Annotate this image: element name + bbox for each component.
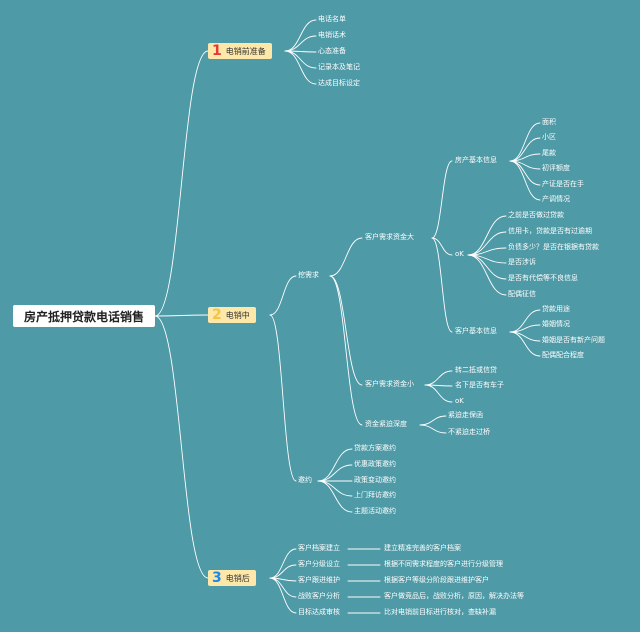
invite-connector <box>317 448 353 482</box>
invite-item: 上门拜访邀约 <box>354 491 396 499</box>
branch-3-number: 3 <box>212 570 222 586</box>
after-row-label: 目标达成审核 <box>298 608 340 616</box>
urgency-item: 不紧迫走过桥 <box>448 428 490 436</box>
customer-info-node: 客户基本信息 <box>455 327 497 335</box>
property-connector <box>509 160 541 201</box>
dig-connector <box>329 237 363 277</box>
ok-item: 之前是否做过贷款 <box>508 211 564 219</box>
big-connector <box>431 237 453 333</box>
invite-node: 邀约 <box>298 476 312 484</box>
small-item: 转二抵或信贷 <box>455 366 497 374</box>
urgency-connector <box>419 415 447 426</box>
dig-needs-node: 挖需求 <box>298 271 319 279</box>
branch1-connector <box>284 50 317 85</box>
small-connector <box>424 384 453 403</box>
ok-item: 是否涉诉 <box>508 258 536 266</box>
customer-item: 婚姻是否有新产问题 <box>542 336 605 344</box>
root-node: 房产抵押贷款电话销售 <box>13 305 155 327</box>
customer-item: 配偶配合程度 <box>542 351 584 359</box>
ok-connector <box>467 231 507 256</box>
invite-item: 主题活动邀约 <box>354 507 396 515</box>
urgency-node: 资金紧迫深度 <box>365 420 407 428</box>
dig-connector <box>329 275 363 426</box>
after-row-label: 客户分级设立 <box>298 560 340 568</box>
customer-item: 贷款用途 <box>542 305 570 313</box>
customer-connector <box>509 331 541 342</box>
branch1-item: 心态准备 <box>318 47 346 55</box>
after-row-label: 客户档案建立 <box>298 544 340 552</box>
invite-connector <box>317 480 353 513</box>
after-row-detail: 比对电销前目标进行核对，查缺补漏 <box>384 608 496 616</box>
invite-item: 政策变动邀约 <box>354 476 396 484</box>
ok-connector <box>467 215 507 256</box>
branch1-connector <box>284 19 317 52</box>
property-item: 面积 <box>542 118 556 126</box>
small-connector <box>424 370 453 386</box>
invite-item: 优惠政策邀约 <box>354 460 396 468</box>
property-item: 初评额度 <box>542 164 570 172</box>
branch1-item: 电销话术 <box>318 31 346 39</box>
dig-connector <box>329 275 363 386</box>
branch-1-node: 1 电销前准备 <box>208 43 272 59</box>
after-row-label: 客户跟进维护 <box>298 576 340 584</box>
branch3-connector <box>269 564 297 579</box>
branch2-connector <box>269 275 297 316</box>
invite-item: 贷款方案邀约 <box>354 444 396 452</box>
branch-3-node: 3 电销后 <box>208 570 256 586</box>
branch-2-label: 电销中 <box>225 310 250 320</box>
property-connector <box>509 137 541 162</box>
branch-2-number: 2 <box>212 307 222 323</box>
property-item: 产证是否在手 <box>542 180 584 188</box>
branch-1-number: 1 <box>212 43 222 59</box>
ok-item: 信用卡，贷款是否有过逾期 <box>508 227 592 235</box>
invite-connector <box>317 480 353 497</box>
branch1-item: 记录本及笔记 <box>318 63 360 71</box>
small-item: 名下是否有车子 <box>455 381 504 389</box>
property-item: 尾款 <box>542 149 556 157</box>
after-row-detail: 根据客户等级分阶段跟进维护客户 <box>384 576 489 584</box>
after-row-detail: 建立精准完善的客户档案 <box>384 544 461 552</box>
ok-item: 配偶征信 <box>508 290 536 298</box>
ok-connector <box>467 254 507 296</box>
branch-3-label: 电销后 <box>225 573 250 583</box>
property-item: 产调情况 <box>542 195 570 203</box>
property-info-node: 房产基本信息 <box>455 156 497 164</box>
big-connector <box>431 160 453 239</box>
branch3-connector <box>269 577 297 614</box>
ok-node: oK <box>455 250 464 258</box>
big-funds-node: 客户需求资金大 <box>365 233 414 241</box>
after-row-label: 战败客户分析 <box>298 592 340 600</box>
big-connector <box>431 237 453 256</box>
ok-item: 是否有代偿等不良信息 <box>508 274 578 282</box>
small-item: oK <box>455 397 464 405</box>
urgency-item: 紧迫走保函 <box>448 411 483 419</box>
urgency-connector <box>419 424 447 434</box>
root-connector <box>154 315 209 579</box>
branch1-connector <box>284 50 317 69</box>
invite-connector <box>317 464 353 482</box>
branch1-item: 达成目标设定 <box>318 79 360 87</box>
customer-connector <box>509 331 541 357</box>
branch1-item: 电话名单 <box>318 15 346 23</box>
after-row-detail: 根据不同需求程度的客户进行分级管理 <box>384 560 503 568</box>
small-funds-node: 客户需求资金小 <box>365 380 414 388</box>
branch-2-node: 2 电销中 <box>208 307 256 323</box>
customer-item: 婚姻情况 <box>542 320 570 328</box>
branch2-connector <box>269 314 297 482</box>
branch-1-label: 电销前准备 <box>225 46 266 56</box>
branch1-connector <box>284 35 317 52</box>
after-row-detail: 客户做竞品后，战败分析，原因，解决办法等 <box>384 592 524 600</box>
customer-connector <box>509 309 541 333</box>
root-connector <box>154 314 209 317</box>
root-connector <box>154 50 209 317</box>
ok-item: 负债多少？是否在银据有贷款 <box>508 243 599 251</box>
property-connector <box>509 122 541 162</box>
branch3-connector <box>269 548 297 579</box>
property-item: 小区 <box>542 133 556 141</box>
